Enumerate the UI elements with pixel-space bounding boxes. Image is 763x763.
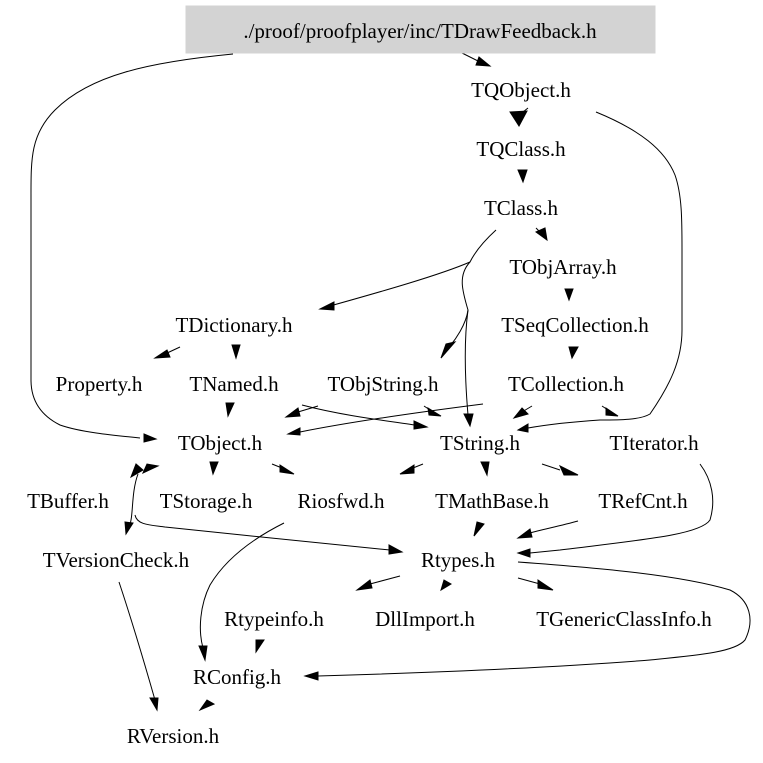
node-TObjArray[interactable]: TObjArray.h [509,255,617,279]
node-TDictionary[interactable]: TDictionary.h [175,313,293,337]
edge-root-TObject [30,53,234,439]
node-TQObject[interactable]: TQObject.h [471,78,571,102]
edge-arrow-TObject-Rtypes [388,544,404,555]
node-TMathBase[interactable]: TMathBase.h [435,489,549,513]
edge-TNamed-TString [301,404,416,426]
node-Rtypes[interactable]: Rtypes.h [421,548,496,572]
node-TSeqCollection[interactable]: TSeqCollection.h [501,313,649,337]
edge-TQObject-TString [527,111,683,429]
edges [30,52,751,712]
node-DllImport[interactable]: DllImport.h [375,607,475,631]
node-TBuffer[interactable]: TBuffer.h [27,489,109,513]
node-Riosfwd[interactable]: Riosfwd.h [298,489,385,513]
node-TString[interactable]: TString.h [440,431,520,455]
node-root[interactable]: ./proof/proofplayer/inc/TDrawFeedback.h [243,19,597,43]
edge-TString-Riosfwd [412,463,424,469]
edge-arrow-TClass-TObjString [440,341,457,359]
nodes: ./proof/proofplayer/inc/TDrawFeedback.h … [27,5,712,748]
node-TObjString[interactable]: TObjString.h [327,372,439,396]
edge-arrow-TDictionary-Property [153,349,171,359]
edge-arrow-TObjString-TString [427,407,442,417]
node-TObject[interactable]: TObject.h [178,431,263,455]
edge-arrow-TObject-TStorage [209,461,219,476]
edge-arrow-TVersionCheck-RVersion [149,697,159,712]
edge-TVersionCheck-RVersion [118,581,156,701]
edge-arrow-Riosfwd-RConfig [198,645,208,662]
edge-arrow-TQObject-TQClass [509,110,528,127]
edge-TClass-TObjString [449,261,471,347]
edge-arrow-Rtypes-Rtypeinfo [355,579,373,591]
node-Rtypeinfo[interactable]: Rtypeinfo.h [224,607,324,631]
node-Property[interactable]: Property.h [56,372,143,396]
edge-arrow-TBuffer-TObject [130,463,144,479]
edge-arrow-Rtypeinfo-RConfig [255,639,265,654]
node-TQClass[interactable]: TQClass.h [476,137,566,161]
edge-arrow-TString-TMathBase [480,461,490,477]
edge-arrow-TObject-Riosfwd [279,464,295,475]
node-RVersion[interactable]: RVersion.h [127,724,220,748]
node-RConfig[interactable]: RConfig.h [193,665,282,689]
edge-arrow-TCollection-TString [512,407,529,419]
edge-TString-TRefCnt [541,463,561,471]
node-TVersionCheck[interactable]: TVersionCheck.h [43,548,190,572]
node-TIterator[interactable]: TIterator.h [609,431,699,455]
edge-arrow-TObject-loop [142,463,160,475]
edge-arrow-Rtypes-TGenericClassInfo [537,579,554,591]
edge-Rtypes-TGenericClassInfo [517,577,541,585]
edge-arrow-TObjString-TObject [284,407,301,418]
edge-arrow-TCollection-TObject [286,427,301,436]
edge-arrow-TString-Riosfwd [399,464,415,475]
edge-arrow-TNamed-TString [413,420,429,430]
edge-TObjString-TObject [297,405,319,413]
edge-arrow-TObjArray-TSeqCollection [564,288,574,302]
edge-arrow-TString-TRefCnt [558,464,579,476]
edge-TObject-TVersionCheck [129,473,139,526]
edge-arrow-RConfig-RVersion [198,699,216,712]
edge-arrow-TRefCnt-Rtypes [516,528,533,539]
edge-arrow-TClass-TObjArray [535,227,548,242]
edge-arrow-root-TQObject [475,56,492,67]
edge-root-TQObject [461,52,481,63]
edge-arrow-TCollection-TIterator [605,407,619,417]
edge-TClass-TString [464,309,469,416]
node-TStorage[interactable]: TStorage.h [160,489,253,513]
edge-arrow-TQClass-TClass [517,169,528,184]
edge-TIterator-Rtypes [529,463,714,554]
edge-arrow-TQObject-TString [516,423,529,433]
node-TCollection[interactable]: TCollection.h [508,372,625,396]
root-node-box[interactable] [185,5,656,54]
edge-arrow-TClass-TString [463,413,474,428]
edge-arrow-TMathBase-Rtypes [473,521,485,537]
edge-arrow-TIterator-Rtypes [516,548,531,558]
edge-arrow-Rtypes-DllImport [440,579,452,592]
edge-Rtypes-Rtypeinfo [369,575,401,585]
edge-TObject-Rtypes [134,514,391,551]
edge-TCollection-TObject [299,403,484,433]
edge-Rtypes-RConfig [317,561,751,677]
edge-arrow-root-TObject [143,433,158,443]
edge-arrow-TObject-TVersionCheck [124,521,134,536]
edge-arrow-TSeqCollection-TCollection [568,346,579,360]
edge-Riosfwd-RConfig [199,522,285,649]
node-TClass[interactable]: TClass.h [484,196,559,220]
node-TGenericClassInfo[interactable]: TGenericClassInfo.h [536,607,712,631]
edge-TClass-TDictionary [329,229,497,307]
node-TNamed[interactable]: TNamed.h [189,372,279,396]
edge-arrow-TNamed-TObject [225,402,235,418]
node-TRefCnt[interactable]: TRefCnt.h [598,489,688,513]
edge-arrow-TClass-TDictionary [318,301,335,311]
edge-TRefCnt-Rtypes [529,520,579,534]
edge-arrow-TDictionary-TNamed [231,344,241,360]
edge-arrow-Rtypes-RConfig [303,671,319,681]
